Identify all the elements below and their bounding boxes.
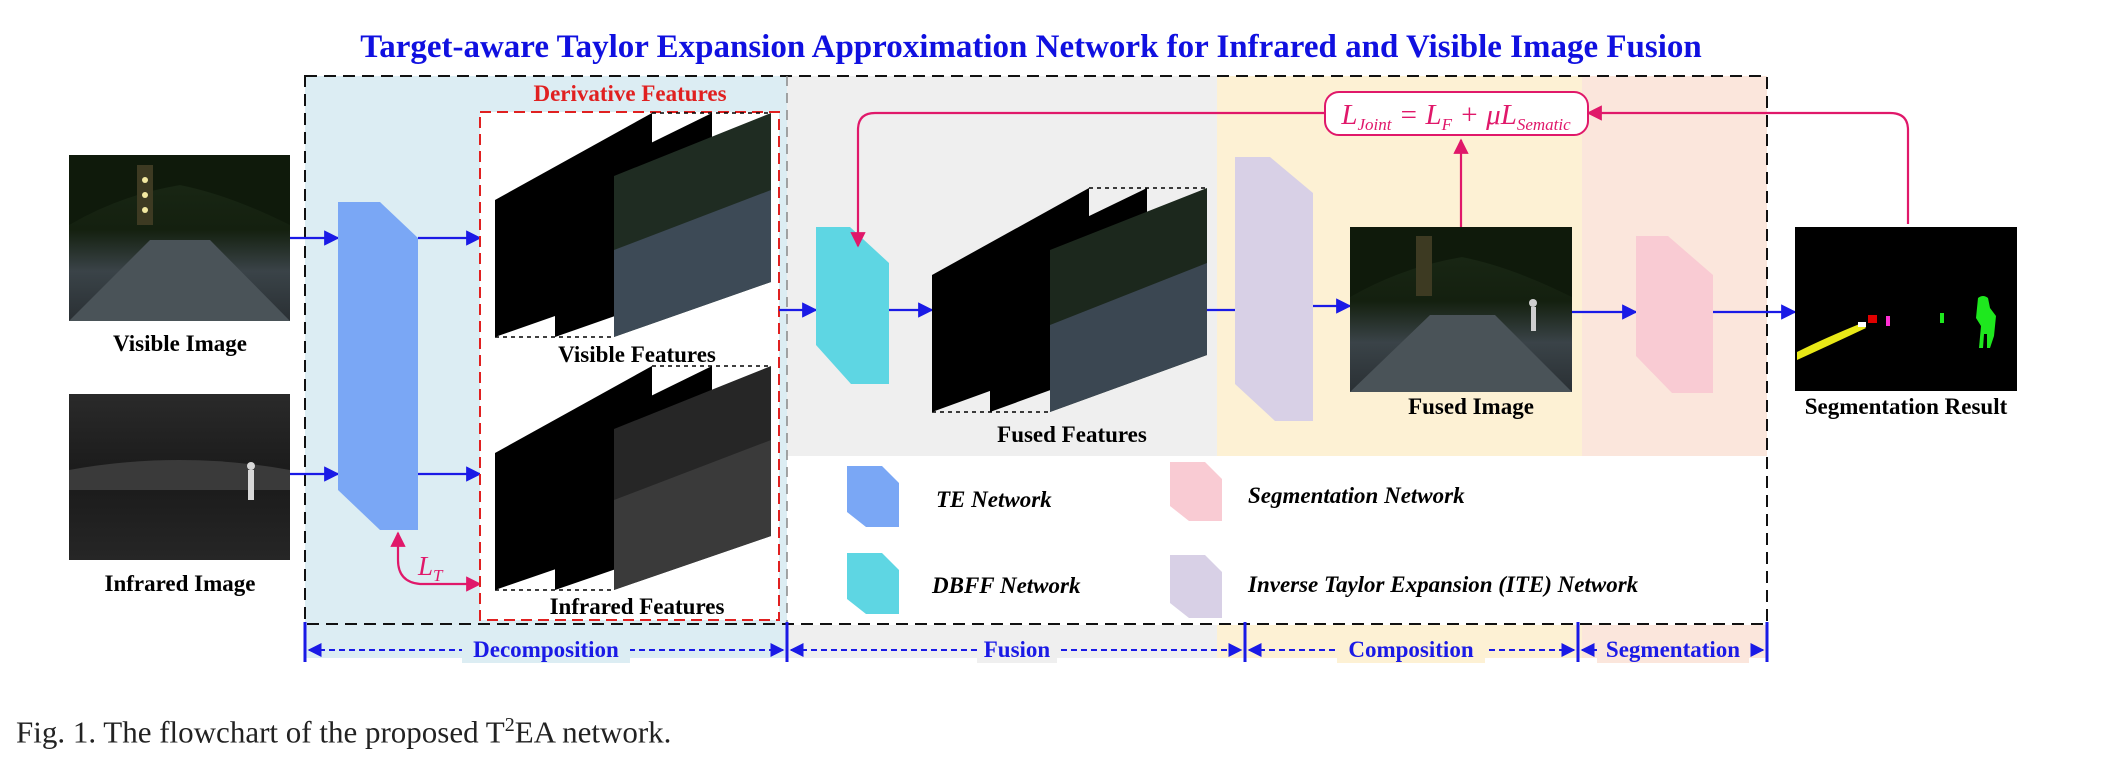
caption-sup: 2 xyxy=(504,714,515,736)
lt-loss-arrow xyxy=(390,531,482,592)
fused-image-label: Fused Image xyxy=(1408,394,1534,419)
te-network-block xyxy=(338,202,418,530)
legend-ite-label: Inverse Taylor Expansion (ITE) Network xyxy=(1247,572,1639,597)
diagram-title: Target-aware Taylor Expansion Approximat… xyxy=(360,29,1702,65)
joint-loss-box xyxy=(1324,91,1589,136)
flowchart-diagram: Target-aware Taylor Expansion Approximat… xyxy=(69,29,2017,663)
dbff-network-block xyxy=(816,227,889,384)
stage-decomposition: Decomposition xyxy=(473,637,619,662)
visible-image-label: Visible Image xyxy=(113,331,247,356)
derivative-features-label: Derivative Features xyxy=(533,81,726,106)
caption-prefix: Fig. 1. The flowchart of the proposed T xyxy=(16,714,505,750)
segmentation-result-image xyxy=(1795,227,2017,391)
legend-dbff-label: DBFF Network xyxy=(931,573,1081,598)
legend-te-label: TE Network xyxy=(936,487,1052,512)
infrared-feature-stack xyxy=(495,365,771,591)
joint-loss-equation: LJoint = LF + μLSematic xyxy=(1340,99,1571,134)
legend-dbff-swatch xyxy=(847,553,899,614)
stage-composition: Composition xyxy=(1348,637,1473,662)
visible-image xyxy=(69,155,290,321)
legend: TE Network DBFF Network Segmentation Net… xyxy=(847,462,1639,618)
fused-image xyxy=(1350,227,1572,392)
legend-ite-swatch xyxy=(1170,555,1222,618)
caption-suffix: EA network. xyxy=(514,714,672,750)
lt-loss-label: LT xyxy=(417,551,444,585)
joint-loss-to-dbff-arrow xyxy=(850,111,1325,248)
visible-features-label: Visible Features xyxy=(558,342,716,367)
legend-seg-label: Segmentation Network xyxy=(1248,483,1465,508)
visible-feature-stack xyxy=(495,112,771,338)
segmentation-result-label: Segmentation Result xyxy=(1805,394,2008,419)
infrared-features-label: Infrared Features xyxy=(550,594,725,619)
fused-feature-stack xyxy=(932,187,1207,413)
joint-loss-feedback-arrow xyxy=(1586,105,1910,224)
stage-bar: Decomposition Fusion Composition Segment… xyxy=(303,622,1769,663)
infrared-image xyxy=(69,394,290,560)
infrared-image-label: Infrared Image xyxy=(105,571,256,596)
stage-segmentation: Segmentation xyxy=(1606,637,1740,662)
fused-features-label: Fused Features xyxy=(997,422,1147,447)
stage-fusion: Fusion xyxy=(984,637,1051,662)
segmentation-network-block xyxy=(1636,236,1713,393)
legend-seg-swatch xyxy=(1170,462,1222,521)
outer-dashed-frame xyxy=(304,75,1768,625)
legend-te-swatch xyxy=(847,466,899,527)
figure-caption: Fig. 1. The flowchart of the proposed T2… xyxy=(16,714,671,750)
ite-network-block xyxy=(1235,157,1313,421)
